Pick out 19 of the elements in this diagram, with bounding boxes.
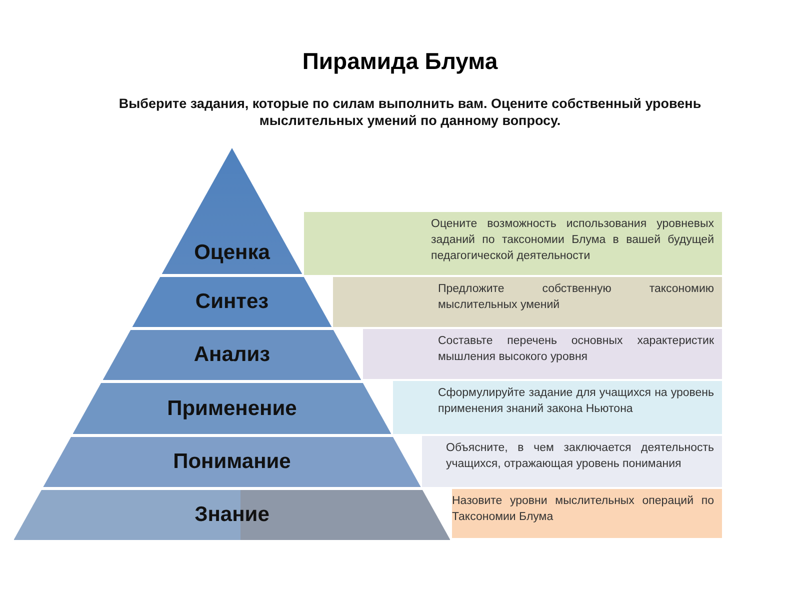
task-panel: Объясните, в чем заключается деятельность учащихся, отражающая уровень понимания bbox=[422, 436, 722, 487]
task-panel: Сформулируйте задание для учащихся на уровень применения знаний закона Ньютона bbox=[393, 381, 722, 434]
pyramid-layer bbox=[102, 330, 362, 380]
level-label: Применение bbox=[167, 396, 297, 420]
instruction-text: Выберите задания, которые по силам выполнить вам. Оцените собственный уровень мыслительных умений по данному вопросу. bbox=[118, 95, 702, 129]
level-label: Знание bbox=[194, 503, 270, 527]
task-panel: Назовите уровни мыслительных операций по Таксономии Блума bbox=[452, 489, 722, 538]
pyramid-layer bbox=[72, 383, 392, 434]
pyramid-layer bbox=[14, 490, 450, 540]
task-panel: Оцените возможность использования уровневых заданий по таксономии Блума в вашей будущей педагогической деятельности bbox=[304, 212, 722, 275]
title: Пирамида Блума bbox=[301, 48, 499, 75]
task-panel: Составьте перечень основных характеристик мышления высокого уровня bbox=[363, 329, 722, 379]
pyramid-layer bbox=[132, 277, 332, 327]
level-label: Синтез bbox=[195, 290, 269, 314]
level-label: Оценка bbox=[194, 241, 270, 265]
task-panel: Предложите собственную таксономию мыслительных умений bbox=[333, 277, 722, 327]
level-label: Понимание bbox=[173, 450, 291, 474]
pyramid-layer bbox=[43, 437, 421, 487]
level-label: Анализ bbox=[194, 343, 270, 367]
